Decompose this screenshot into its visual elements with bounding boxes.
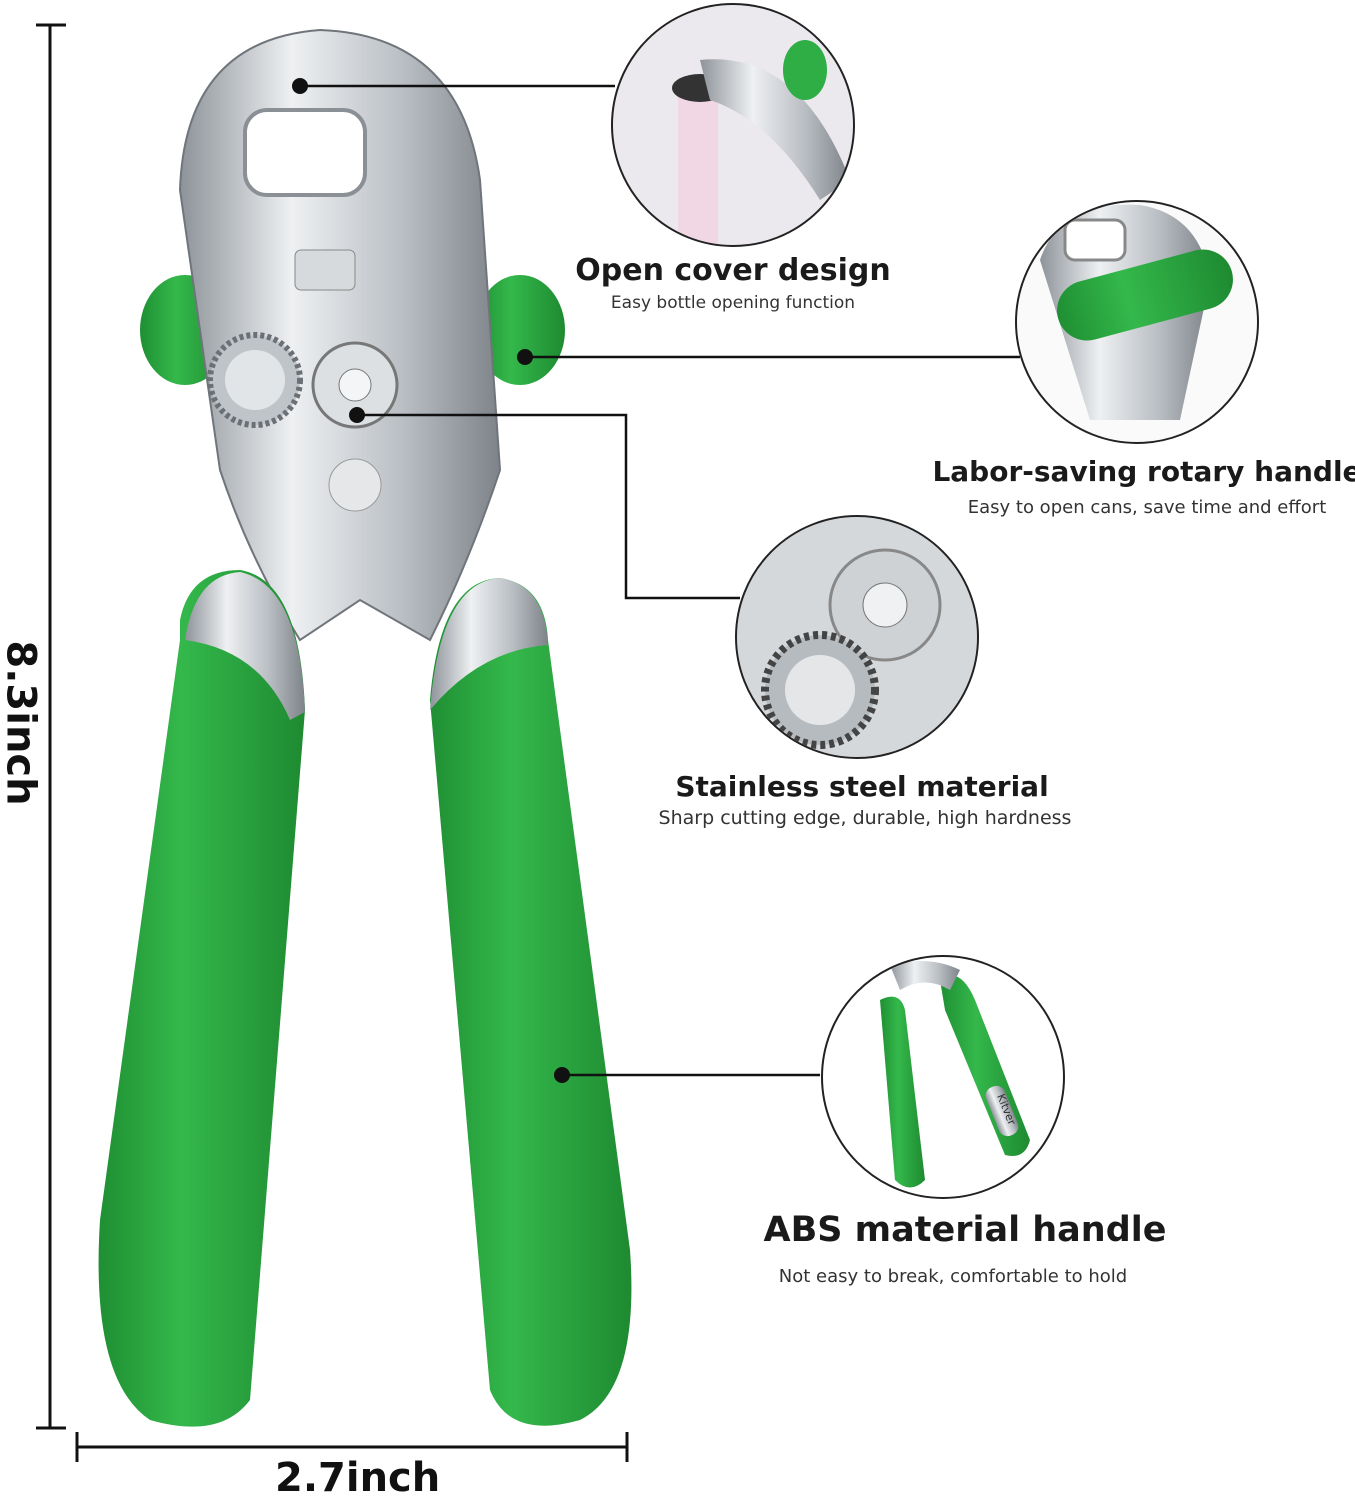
feature-subtitle: Easy bottle opening function (610, 293, 856, 313)
width-dimension-line (75, 1432, 629, 1462)
detail-circle-cutting-wheel (735, 515, 979, 759)
feature-title: ABS material handle (763, 1210, 1167, 1250)
callout-dots (292, 78, 570, 1083)
can-opener (98, 28, 632, 1427)
feature-subtitle: Not easy to break, comfortable to hold (778, 1266, 1128, 1287)
width-label: 2.7inch (275, 1455, 441, 1500)
height-dimension-line (36, 23, 66, 1430)
callout-lines (300, 84, 1020, 1077)
detail-circle-bottle-opening (611, 3, 855, 247)
height-label: 8.3inch (0, 640, 44, 806)
feature-title: Labor-saving rotary handle (932, 455, 1355, 488)
detail-circle-handle (821, 955, 1065, 1199)
detail-circle-rotary-handle (1015, 200, 1259, 444)
feature-subtitle: Easy to open cans, save time and effort (967, 497, 1327, 518)
feature-title: Open cover design (575, 253, 891, 288)
bottle-opener-hole (243, 108, 367, 197)
brand-plate (985, 1085, 1019, 1137)
feature-title: Stainless steel material (675, 770, 1049, 803)
feature-subtitle: Sharp cutting edge, durable, high hardne… (658, 807, 1072, 829)
